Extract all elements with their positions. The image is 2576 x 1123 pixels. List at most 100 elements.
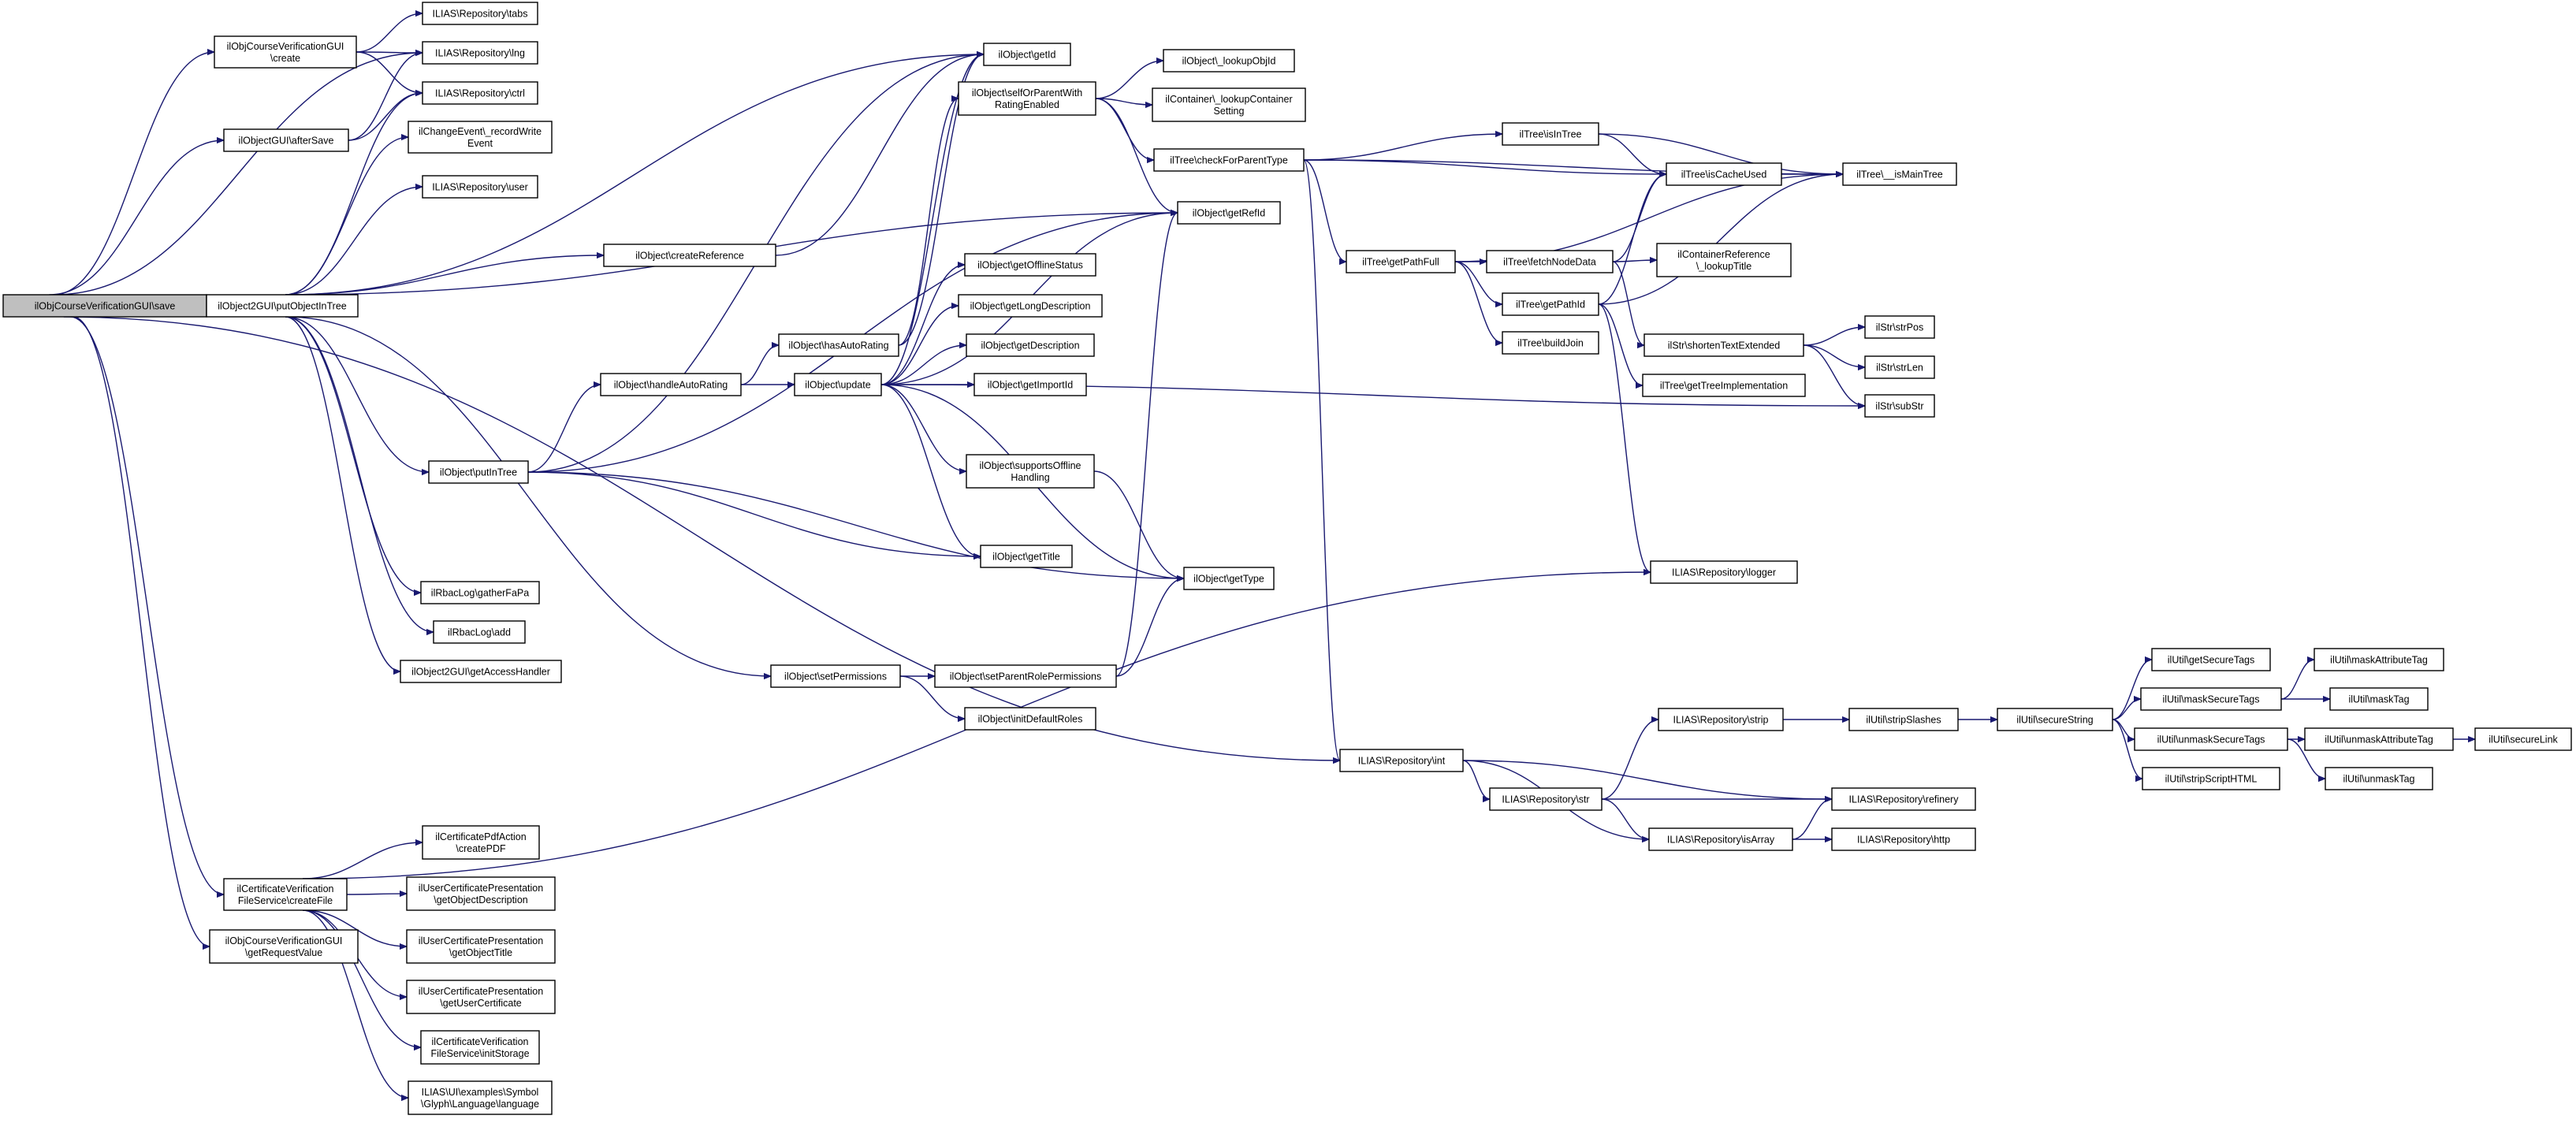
node-secure-string[interactable]: ilUtil\secureString xyxy=(1997,708,2113,731)
node-set-parent-role-permissions[interactable]: ilObject\setParentRolePermissions xyxy=(934,664,1117,688)
node-str-pos[interactable]: ilStr\strPos xyxy=(1864,315,1935,339)
node-get-type[interactable]: ilObject\getType xyxy=(1183,567,1275,590)
edge-shortenTextExtended-to-strLen xyxy=(1803,344,1865,367)
node-is-in-tree[interactable]: ilTree\isInTree xyxy=(1502,122,1599,146)
node-label: ilObject\getId xyxy=(999,50,1056,61)
edge-create-to-tabs xyxy=(356,13,423,53)
node-label: ilTree\fetchNodeData xyxy=(1503,257,1596,268)
node-lng[interactable]: ILIAS\Repository\lng xyxy=(422,41,538,65)
node-secure-link[interactable]: ilUtil\secureLink xyxy=(2474,727,2572,751)
node-get-id[interactable]: ilObject\getId xyxy=(983,43,1071,66)
node-tabs[interactable]: ILIAS\Repository\tabs xyxy=(422,2,538,25)
node-box xyxy=(422,81,538,105)
edge-getPathId-to-isMainTree xyxy=(1598,174,1843,305)
node-shorten-text-extended[interactable]: ilStr\shortenTextExtended xyxy=(1644,333,1804,357)
node-label: \getObjectDescription xyxy=(434,894,528,905)
node-get-offline-status[interactable]: ilObject\getOfflineStatus xyxy=(964,253,1096,277)
node-mask-attribute-tag[interactable]: ilUtil\maskAttributeTag xyxy=(2314,648,2444,671)
node-str[interactable]: ILIAS\Repository\str xyxy=(1489,787,1603,811)
node-strip-script-html[interactable]: ilUtil\stripScriptHTML xyxy=(2142,767,2280,790)
node-is-main-tree[interactable]: ilTree\__isMainTree xyxy=(1842,162,1957,186)
node-http[interactable]: ILIAS\Repository\http xyxy=(1831,827,1976,851)
node-fetch-node-data[interactable]: ilTree\fetchNodeData xyxy=(1486,250,1614,273)
node-language[interactable]: ILIAS\UI\examples\Symbol\Glyph\Language\… xyxy=(408,1080,553,1115)
node-box xyxy=(1864,394,1935,418)
node-init-storage[interactable]: ilCertificateVerificationFileService\ini… xyxy=(420,1030,540,1065)
node-get-object-title[interactable]: ilUserCertificatePresentation\getObjectT… xyxy=(406,929,556,964)
node-logger[interactable]: ILIAS\Repository\logger xyxy=(1650,560,1798,584)
node-after-save[interactable]: ilObjectGUI\afterSave xyxy=(223,128,349,152)
node-update[interactable]: ilObject\update xyxy=(794,373,882,396)
node-put-in-tree[interactable]: ilObject\putInTree xyxy=(428,460,529,484)
node-get-user-certificate[interactable]: ilUserCertificatePresentation\getUserCer… xyxy=(406,980,556,1014)
node-unmask-tag[interactable]: ilUtil\unmaskTag xyxy=(2325,767,2433,790)
node-get-request-value[interactable]: ilObjCourseVerificationGUI\getRequestVal… xyxy=(209,929,359,964)
node-refinery[interactable]: ILIAS\Repository\refinery xyxy=(1831,787,1976,811)
node-create-pdf[interactable]: ilCertificatePdfAction\createPDF xyxy=(422,825,540,860)
edge-save-to-int xyxy=(63,316,1340,760)
node-get-secure-tags[interactable]: ilUtil\getSecureTags xyxy=(2151,648,2271,671)
node-int[interactable]: ILIAS\Repository\int xyxy=(1339,749,1464,772)
node-label: ILIAS\Repository\int xyxy=(1358,756,1446,767)
node-set-permissions[interactable]: ilObject\setPermissions xyxy=(770,664,901,688)
node-is-array[interactable]: ILIAS\Repository\isArray xyxy=(1648,827,1793,851)
node-check-for-parent-type[interactable]: ilTree\checkForParentType xyxy=(1153,148,1305,172)
node-create-reference[interactable]: ilObject\createReference xyxy=(603,244,776,267)
node-box xyxy=(1339,749,1464,772)
node-box xyxy=(2325,767,2433,790)
edge-getPathFull-to-buildJoin xyxy=(1454,261,1503,343)
node-gather-fa-pa[interactable]: ilRbacLog\gatherFaPa xyxy=(420,581,540,604)
node-box xyxy=(1650,560,1798,584)
node-put-object-in-tree[interactable]: ilObject2GUI\putObjectInTree xyxy=(206,294,359,318)
node-is-cache-used[interactable]: ilTree\isCacheUsed xyxy=(1666,162,1782,186)
node-get-path-full[interactable]: ilTree\getPathFull xyxy=(1346,250,1456,273)
node-mask-secure-tags[interactable]: ilUtil\maskSecureTags xyxy=(2140,687,2282,711)
node-init-default-roles[interactable]: ilObject\initDefaultRoles xyxy=(964,707,1096,731)
node-get-description[interactable]: ilObject\getDescription xyxy=(966,333,1095,357)
node-str-len[interactable]: ilStr\strLen xyxy=(1864,355,1935,379)
node-unmask-secure-tags[interactable]: ilUtil\unmaskSecureTags xyxy=(2134,727,2288,751)
node-sub-str[interactable]: ilStr\subStr xyxy=(1864,394,1935,418)
node-has-auto-rating[interactable]: ilObject\hasAutoRating xyxy=(778,333,899,357)
node-unmask-attribute-tag[interactable]: ilUtil\unmaskAttributeTag xyxy=(2304,727,2454,751)
node-save[interactable]: ilObjCourseVerificationGUI\save xyxy=(2,294,207,318)
node-rbac-add[interactable]: ilRbacLog\add xyxy=(433,620,526,644)
node-box xyxy=(2151,648,2271,671)
edge-createFile-to-createPDF xyxy=(302,842,423,879)
node-box xyxy=(406,876,556,911)
node-box xyxy=(980,545,1073,568)
edge-putObjectInTree-to-user xyxy=(285,187,423,296)
node-get-import-id[interactable]: ilObject\getImportId xyxy=(973,373,1087,396)
node-lookup-obj-id[interactable]: ilObject\_lookupObjId xyxy=(1163,49,1295,73)
node-strip[interactable]: ILIAS\Repository\strip xyxy=(1658,708,1784,731)
node-box xyxy=(422,175,538,199)
node-get-ref-id[interactable]: ilObject\getRefId xyxy=(1177,201,1281,225)
node-box xyxy=(1656,243,1792,277)
edge-save-to-afterSave xyxy=(49,140,225,296)
node-get-long-description[interactable]: ilObject\getLongDescription xyxy=(958,294,1103,318)
node-user[interactable]: ILIAS\Repository\user xyxy=(422,175,538,199)
node-get-access-handler[interactable]: ilObject2GUI\getAccessHandler xyxy=(400,660,562,683)
node-ctrl[interactable]: ILIAS\Repository\ctrl xyxy=(422,81,538,105)
node-create[interactable]: ilObjCourseVerificationGUI\create xyxy=(214,35,357,69)
node-strip-slashes[interactable]: ilUtil\stripSlashes xyxy=(1848,708,1959,731)
node-handle-auto-rating[interactable]: ilObject\handleAutoRating xyxy=(600,373,742,396)
node-box xyxy=(600,373,742,396)
node-box xyxy=(400,660,562,683)
node-get-path-id[interactable]: ilTree\getPathId xyxy=(1502,292,1599,316)
node-mask-tag[interactable]: ilUtil\maskTag xyxy=(2329,687,2429,711)
node-lookup-title[interactable]: ilContainerReference\_lookupTitle xyxy=(1656,243,1792,277)
node-get-title[interactable]: ilObject\getTitle xyxy=(980,545,1073,568)
node-box xyxy=(2140,687,2282,711)
node-create-file[interactable]: ilCertificateVerificationFileService\cre… xyxy=(223,878,348,911)
node-get-tree-implementation[interactable]: ilTree\getTreeImplementation xyxy=(1642,374,1806,397)
edge-maskSecureTags-to-maskAttributeTag xyxy=(2280,660,2315,700)
node-get-object-description[interactable]: ilUserCertificatePresentation\getObjectD… xyxy=(406,876,556,911)
node-build-join[interactable]: ilTree\buildJoin xyxy=(1502,331,1599,355)
node-box xyxy=(406,929,556,964)
node-box xyxy=(2142,767,2280,790)
